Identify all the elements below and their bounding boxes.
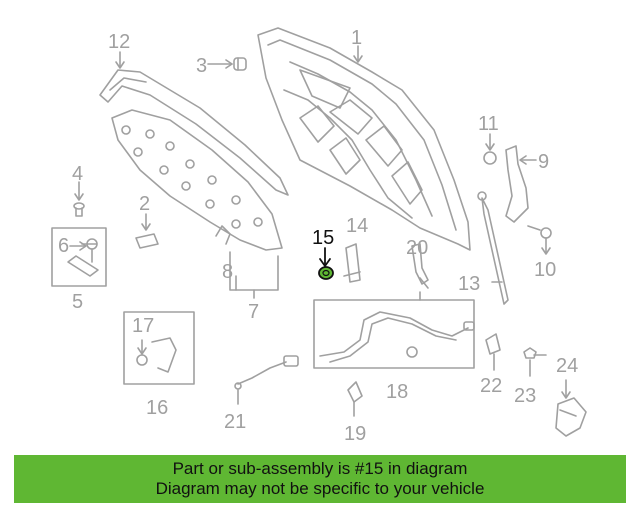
part-5-box (51, 227, 107, 287)
callout-19: 19 (344, 423, 366, 445)
banner-line-2: Diagram may not be specific to your vehi… (155, 479, 485, 498)
callout-18: 18 (386, 381, 408, 403)
callout-10: 10 (534, 259, 556, 281)
callout-15[interactable]: 15 (312, 227, 334, 249)
part-9-hinge (505, 145, 537, 223)
callout-4: 4 (72, 163, 83, 185)
callout-3: 3 (196, 55, 207, 77)
part-14-bracket (343, 243, 361, 283)
callout-12: 12 (108, 31, 130, 53)
callout-14: 14 (346, 215, 368, 237)
part-2-clip (135, 213, 159, 249)
part-22-clip (485, 333, 501, 371)
callout-21: 21 (224, 411, 246, 433)
callout-23: 23 (514, 385, 536, 407)
part-24-latch (555, 379, 587, 437)
part-8-clip (215, 225, 279, 299)
part-8-insulator (111, 109, 283, 251)
part-10-bolt (527, 225, 552, 255)
part-11-nut (483, 133, 497, 165)
part-4-pin (73, 181, 85, 217)
callout-2: 2 (139, 193, 150, 215)
part-3-bumper (207, 57, 247, 71)
part-15-highlight[interactable] (318, 247, 334, 280)
parts-diagram: 1 2 3 4 5 6 7 8 9 10 11 12 13 14 15 16 1… (51, 27, 587, 445)
callout-22: 22 (480, 375, 502, 397)
callout-5: 5 (72, 291, 83, 313)
callout-20: 20 (406, 237, 428, 259)
callout-8: 8 (222, 261, 233, 283)
part-16-box (123, 311, 195, 385)
leader-lines (81, 45, 421, 355)
callout-11: 11 (478, 113, 499, 135)
part-23-bolt (523, 347, 547, 377)
info-banner: Part or sub-assembly is #15 in diagram D… (14, 455, 626, 503)
callout-13: 13 (458, 273, 480, 295)
callout-7: 7 (248, 301, 259, 323)
banner-line-1: Part or sub-assembly is #15 in diagram (172, 459, 468, 478)
callout-24: 24 (556, 355, 578, 377)
part-18-box (313, 299, 475, 369)
callout-6: 6 (58, 235, 69, 257)
part-1-hood (257, 27, 471, 251)
callout-16: 16 (146, 397, 168, 419)
part-13-strut (477, 191, 509, 305)
part-19-clip (347, 381, 363, 417)
part-12-seal (99, 69, 289, 196)
callout-9: 9 (538, 151, 549, 173)
part-21-cable (234, 355, 299, 405)
part-20-fastener (411, 243, 429, 289)
callout-17: 17 (132, 315, 154, 337)
callout-1: 1 (351, 27, 362, 49)
